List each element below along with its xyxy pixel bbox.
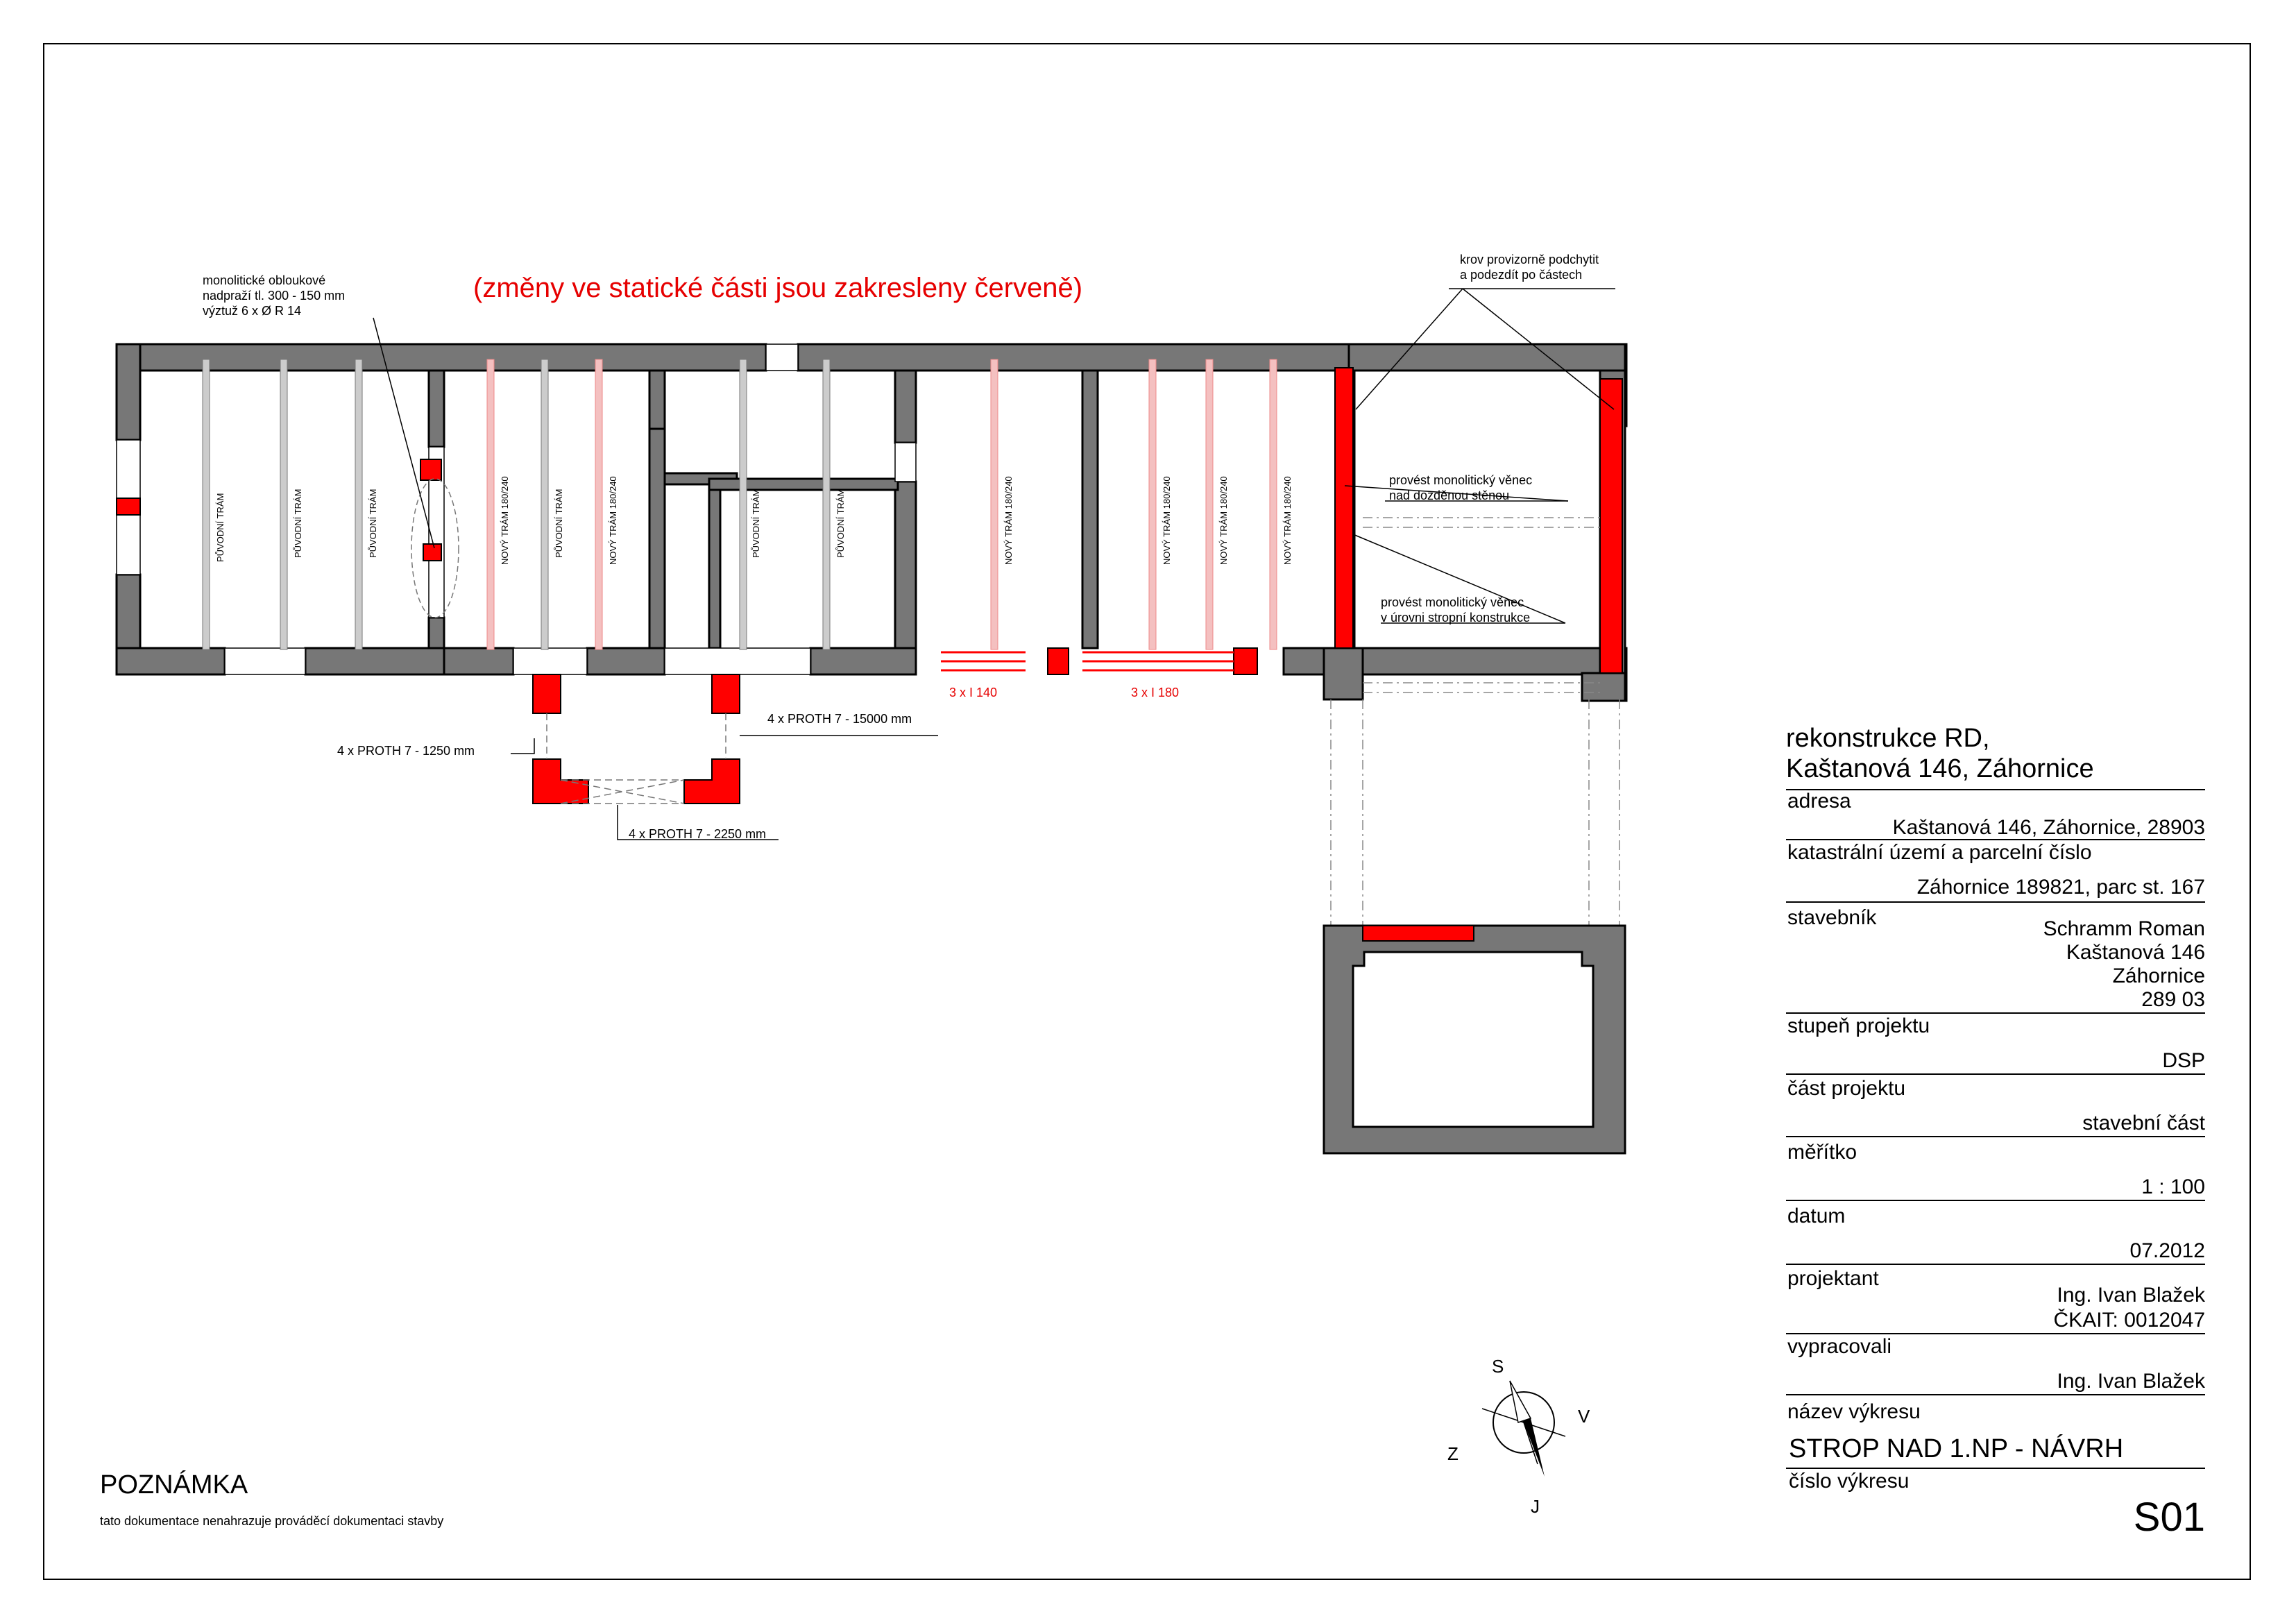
lintel-note-line1: monolitické obloukové [203, 273, 325, 287]
proth-note-2: 4 x PROTH 7 - 15000 mm [767, 712, 912, 726]
window-openings [116, 343, 917, 675]
beam-label-new: NOVÝ TRÁM 180/240 [1282, 476, 1293, 565]
lintel-note-line2: nadpraží tl. 300 - 150 mm [203, 289, 345, 303]
builder-line4: 289 03 [2141, 988, 2205, 1011]
beam-label-new: NOVÝ TRÁM 180/240 [1162, 476, 1172, 565]
designer-line2: ČKAIT: 0012047 [2054, 1308, 2205, 1332]
drawing-number-label: číslo výkresu [1789, 1470, 1909, 1493]
note-text: tato dokumentace nenahrazuje prováděcí d… [100, 1514, 443, 1528]
sheet-frame [43, 43, 2251, 1580]
lintel-note-line3: výztuž 6 x Ø R 14 [203, 304, 301, 318]
address-value: Kaštanová 146, Záhornice, 28903 [1893, 816, 2205, 839]
scale-value: 1 : 100 [2141, 1175, 2205, 1198]
project-title-line2: Kaštanová 146, Záhornice [1786, 754, 2094, 783]
compass-south: J [1531, 1496, 1540, 1517]
leader-lines [373, 288, 1615, 840]
stage-label: stupeň projektu [1787, 1014, 1930, 1037]
compass-west: Z [1447, 1443, 1459, 1464]
designer-label: projektant [1787, 1267, 1879, 1290]
ring-beam-note-2-line2: v úrovni stropní konstrukce [1381, 611, 1530, 624]
designer-line1: Ing. Ivan Blažek [2057, 1284, 2206, 1307]
proth-note-1: 4 x PROTH 7 - 1250 mm [337, 744, 475, 758]
roof-note-line2: a podezdít po částech [1460, 268, 1582, 282]
header-note: (změny ve statické části jsou zakresleny… [473, 273, 1082, 303]
builder-label: stavebník [1787, 906, 1877, 929]
beam-labels: PŮVODNÍ TRÁM PŮVODNÍ TRÁM PŮVODNÍ TRÁM N… [215, 476, 1293, 565]
ring-beam-note-2-line1: provést monolitický věnec [1381, 595, 1524, 609]
compass: S J Z V [1447, 1356, 1590, 1517]
cadastre-value: Záhornice 189821, parc st. 167 [1917, 876, 2205, 899]
porch-outline [546, 713, 726, 804]
beam-label-original: PŮVODNÍ TRÁM [293, 489, 303, 558]
drawing-number-value: S01 [2134, 1495, 2205, 1540]
beam-label-new: NOVÝ TRÁM 180/240 [1218, 476, 1229, 565]
lintel-arch [411, 478, 459, 618]
part-label: část projektu [1787, 1077, 1905, 1100]
compass-east: V [1578, 1406, 1590, 1427]
address-label: adresa [1787, 790, 1851, 813]
note-title: POZNÁMKA [100, 1470, 248, 1499]
compass-circle [1493, 1391, 1555, 1454]
scale-label: měřítko [1787, 1141, 1857, 1164]
builder-line1: Schramm Roman [2043, 917, 2205, 940]
beam-label-original: PŮVODNÍ TRÁM [368, 489, 378, 558]
steel-beams [941, 651, 1234, 672]
builder-line3: Záhornice [2113, 965, 2205, 987]
south-block [1323, 924, 1626, 1155]
beam-label-original: PŮVODNÍ TRÁM [215, 493, 226, 562]
drawing-name-label: název výkresu [1787, 1400, 1921, 1423]
roof-note-line1: krov provizorně podchytit [1460, 253, 1599, 266]
ring-beam-note-1-line2: nad dozděnou stěnou [1389, 488, 1509, 502]
stage-value: DSP [2162, 1049, 2205, 1072]
date-value: 07.2012 [2130, 1239, 2205, 1262]
beam-label-original: PŮVODNÍ TRÁM [835, 489, 846, 558]
prepared-label: vypracovali [1787, 1335, 1891, 1358]
prepared-value: Ing. Ivan Blažek [2057, 1370, 2206, 1393]
project-title-line1: rekonstrukce RD, [1786, 724, 1990, 753]
beam-label-new: NOVÝ TRÁM 180/240 [1003, 476, 1014, 565]
main-wing-walls [115, 343, 1628, 702]
corridor-outline [1330, 517, 1620, 926]
beam-label-original: PŮVODNÍ TRÁM [554, 489, 564, 558]
beam-label-new: NOVÝ TRÁM 180/240 [608, 476, 618, 565]
compass-north: S [1492, 1356, 1504, 1377]
ibeam-180-note: 3 x I 180 [1131, 686, 1179, 699]
builder-line2: Kaštanová 146 [2066, 941, 2205, 964]
ring-beam-note-1-line1: provést monolitický věnec [1389, 473, 1532, 487]
date-label: datum [1787, 1205, 1845, 1227]
beam-label-original: PŮVODNÍ TRÁM [751, 489, 761, 558]
part-value: stavební část [2082, 1112, 2205, 1135]
drawing-name-value: STROP NAD 1.NP - NÁVRH [1789, 1434, 2123, 1463]
floor-beams [202, 359, 1277, 650]
cadastre-label: katastrální území a parcelní číslo [1787, 841, 2092, 864]
title-block: rekonstrukce RD, Kaštanová 146, Záhornic… [1786, 724, 2206, 1540]
south-block-red-beam [1362, 925, 1474, 942]
beam-label-new: NOVÝ TRÁM 180/240 [500, 476, 510, 565]
annotations: monolitické obloukové nadpraží tl. 300 -… [203, 253, 1599, 841]
proth-note-3: 4 x PROTH 7 - 2250 mm [629, 827, 766, 841]
ibeam-140-note: 3 x I 140 [949, 686, 997, 699]
